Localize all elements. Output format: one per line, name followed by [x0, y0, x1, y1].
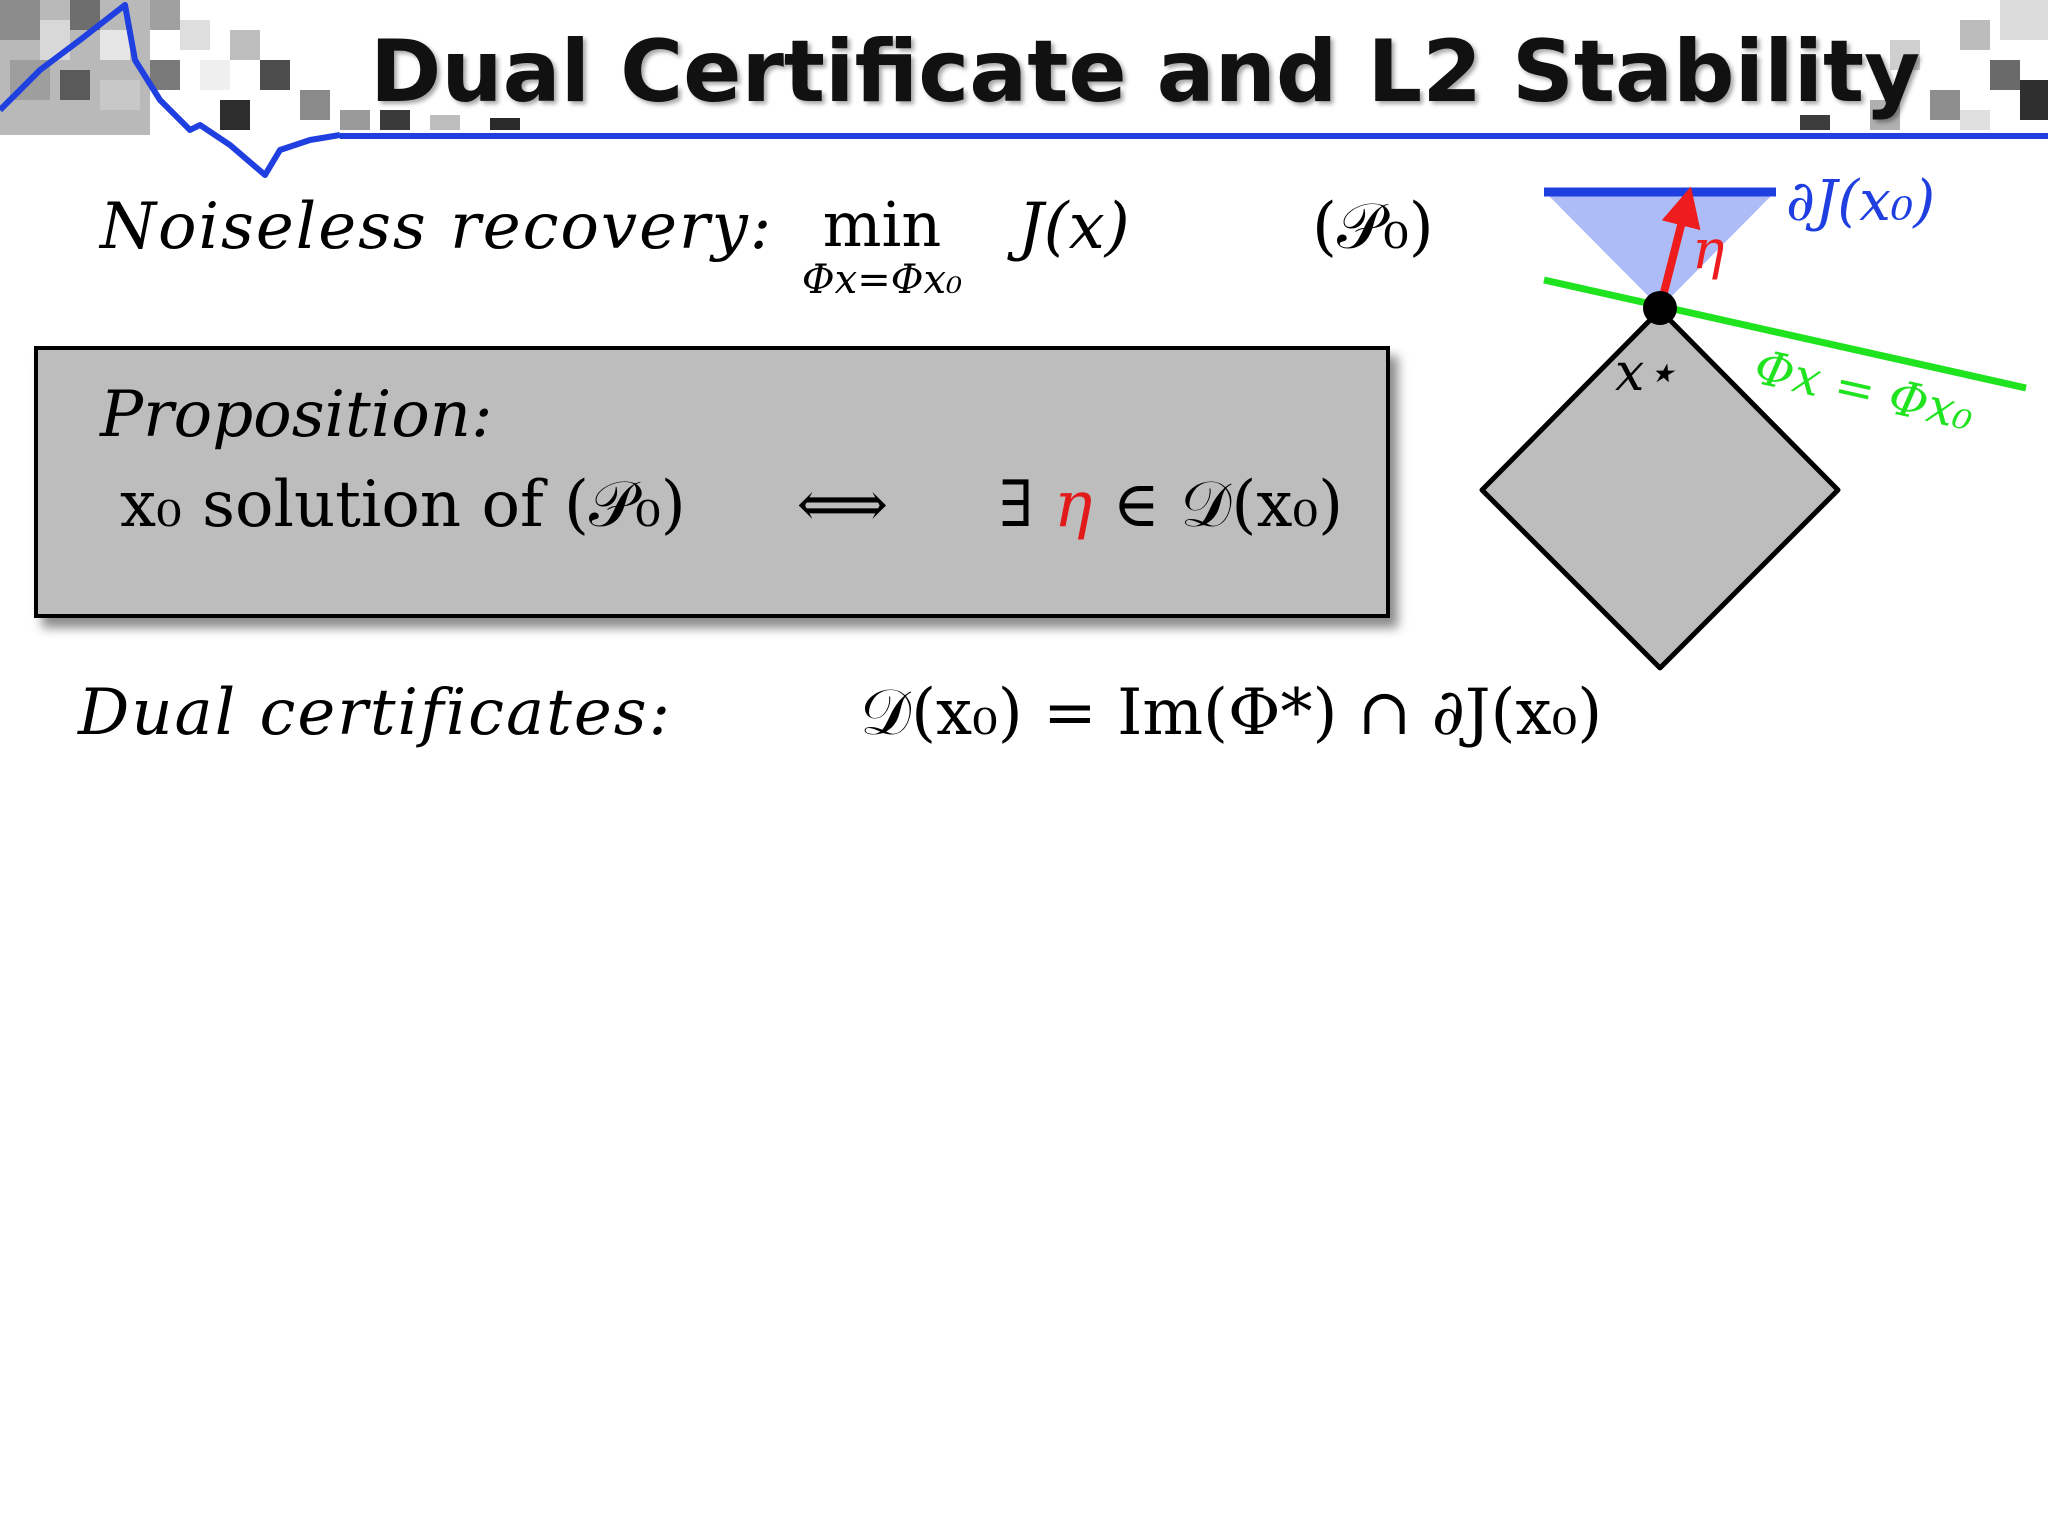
- exists-symbol: ∃: [998, 468, 1034, 542]
- proposition-title: Proposition:: [100, 378, 493, 452]
- eta-symbol: η: [1053, 468, 1093, 542]
- logo-image: [0, 0, 520, 135]
- signal-curve-icon: [0, 2, 341, 178]
- min-constraint: Φx=Φx₀: [801, 257, 963, 303]
- equivalence-symbol: ⟺: [796, 468, 889, 542]
- xstar-label: x⋆: [1615, 343, 1677, 403]
- proposition-box: Proposition: x₀ solution of (𝒫₀) ⟺ ∃ η ∈…: [34, 346, 1390, 618]
- header-decoration: [0, 0, 2048, 178]
- l1-ball-diamond: [1479, 307, 1841, 671]
- slide-title: Dual Certificate and L2 Stability: [370, 22, 1921, 122]
- proposition-rhs: ∈ 𝒟(x₀): [1112, 468, 1344, 542]
- dual-certificates-definition: 𝒟(x₀) = Im(Φ*) ∩ ∂J(x₀): [860, 676, 1603, 750]
- proposition-lhs: x₀ solution of (𝒫₀): [120, 468, 686, 542]
- solution-point: [1643, 291, 1677, 325]
- mosaic-right: [1800, 0, 2048, 130]
- problem-tag: (𝒫₀): [1312, 190, 1434, 264]
- header-rule: [340, 133, 2048, 139]
- objective-function: J(x): [1018, 190, 1130, 264]
- eta-arrow: [1656, 186, 1701, 309]
- noiseless-recovery-label: Noiseless recovery:: [100, 190, 774, 264]
- proposition-statement: x₀ solution of (𝒫₀) ⟺ ∃ η ∈ 𝒟(x₀): [120, 468, 1343, 542]
- subdiff-label: ∂J(x₀): [1786, 169, 1935, 234]
- min-operator: min Φx=Φx₀: [772, 188, 992, 303]
- constraint-line: [1543, 276, 2027, 392]
- dual-certificates-label: Dual certificates:: [78, 676, 673, 750]
- eta-label: η: [1692, 218, 1724, 281]
- subdifferential-cone: [1545, 192, 1775, 308]
- min-word: min: [822, 188, 942, 261]
- geometry-diagram: ∂J(x₀) η x⋆ Φx = Φx₀: [1479, 169, 2027, 671]
